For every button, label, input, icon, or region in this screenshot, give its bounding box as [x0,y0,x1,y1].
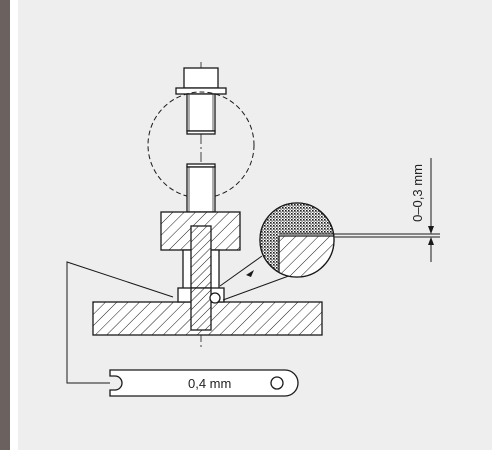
gap-range-label: 0–0,3 mm [410,164,425,222]
stem-inner [190,287,212,331]
gauge-leader-line [66,261,174,384]
dimension-arrow-top [428,226,434,234]
gap-detail-marker [209,292,221,304]
feeler-gauge-label: 0,4 mm [188,376,231,391]
detail-arrow [246,270,254,277]
clearance-dimension [334,158,440,262]
threaded-stud [186,163,216,213]
dimension-arrow-bottom [428,237,434,245]
magnified-detail [259,202,335,278]
side-accent-bar [0,0,10,450]
feeler-gauge [109,369,299,397]
zoom-leader-upper [219,255,263,287]
adjusting-screw [175,67,227,135]
